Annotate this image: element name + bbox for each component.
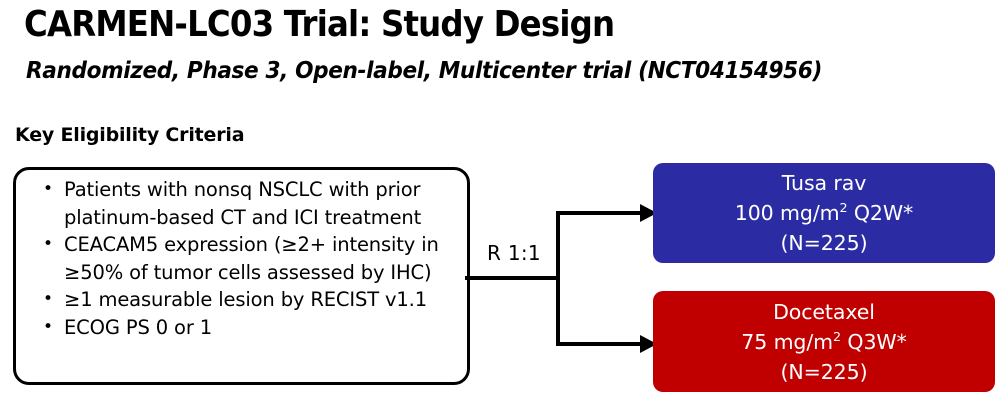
treatment-arm-experimental: Tusa rav 100 mg/m2 Q2W* (N=225): [653, 163, 995, 263]
arm-dose-exponent: 2: [833, 328, 842, 344]
arm-dose-suffix: Q2W*: [847, 201, 914, 225]
eligibility-criteria-box: Patients with nonsq NSCLC with prior pla…: [13, 167, 470, 385]
eligibility-heading: Key Eligibility Criteria: [15, 124, 245, 146]
list-item: Patients with nonsq NSCLC with prior pla…: [38, 176, 458, 231]
arm-dose: 100 mg/m2 Q2W*: [734, 198, 914, 228]
arm-enrollment: (N=225): [780, 231, 868, 255]
page-title: CARMEN-LC03 Trial: Study Design: [24, 4, 615, 45]
arm-dose: 75 mg/m2 Q3W*: [741, 327, 907, 357]
arm-dose-prefix: 100 mg/m: [734, 201, 840, 225]
treatment-arm-control: Docetaxel 75 mg/m2 Q3W* (N=225): [653, 291, 995, 392]
eligibility-criteria-list: Patients with nonsq NSCLC with prior pla…: [38, 176, 458, 341]
page-subtitle: Randomized, Phase 3, Open-label, Multice…: [26, 58, 823, 84]
randomization-ratio-label: R 1:1: [487, 241, 541, 265]
arm-drug-name: Docetaxel: [773, 299, 875, 324]
arm-dose-prefix: 75 mg/m: [741, 329, 834, 354]
arm-enrollment: (N=225): [780, 359, 868, 384]
list-item: ECOG PS 0 or 1: [38, 314, 458, 342]
arm-drug-name: Tusa rav: [781, 171, 867, 195]
randomization-connector: [465, 204, 657, 353]
arm-dose-exponent: 2: [839, 200, 848, 216]
list-item: ≥1 measurable lesion by RECIST v1.1: [38, 286, 458, 314]
arm-dose-suffix: Q3W*: [841, 329, 907, 354]
list-item: CEACAM5 expression (≥2+ intensity in ≥50…: [38, 231, 458, 286]
